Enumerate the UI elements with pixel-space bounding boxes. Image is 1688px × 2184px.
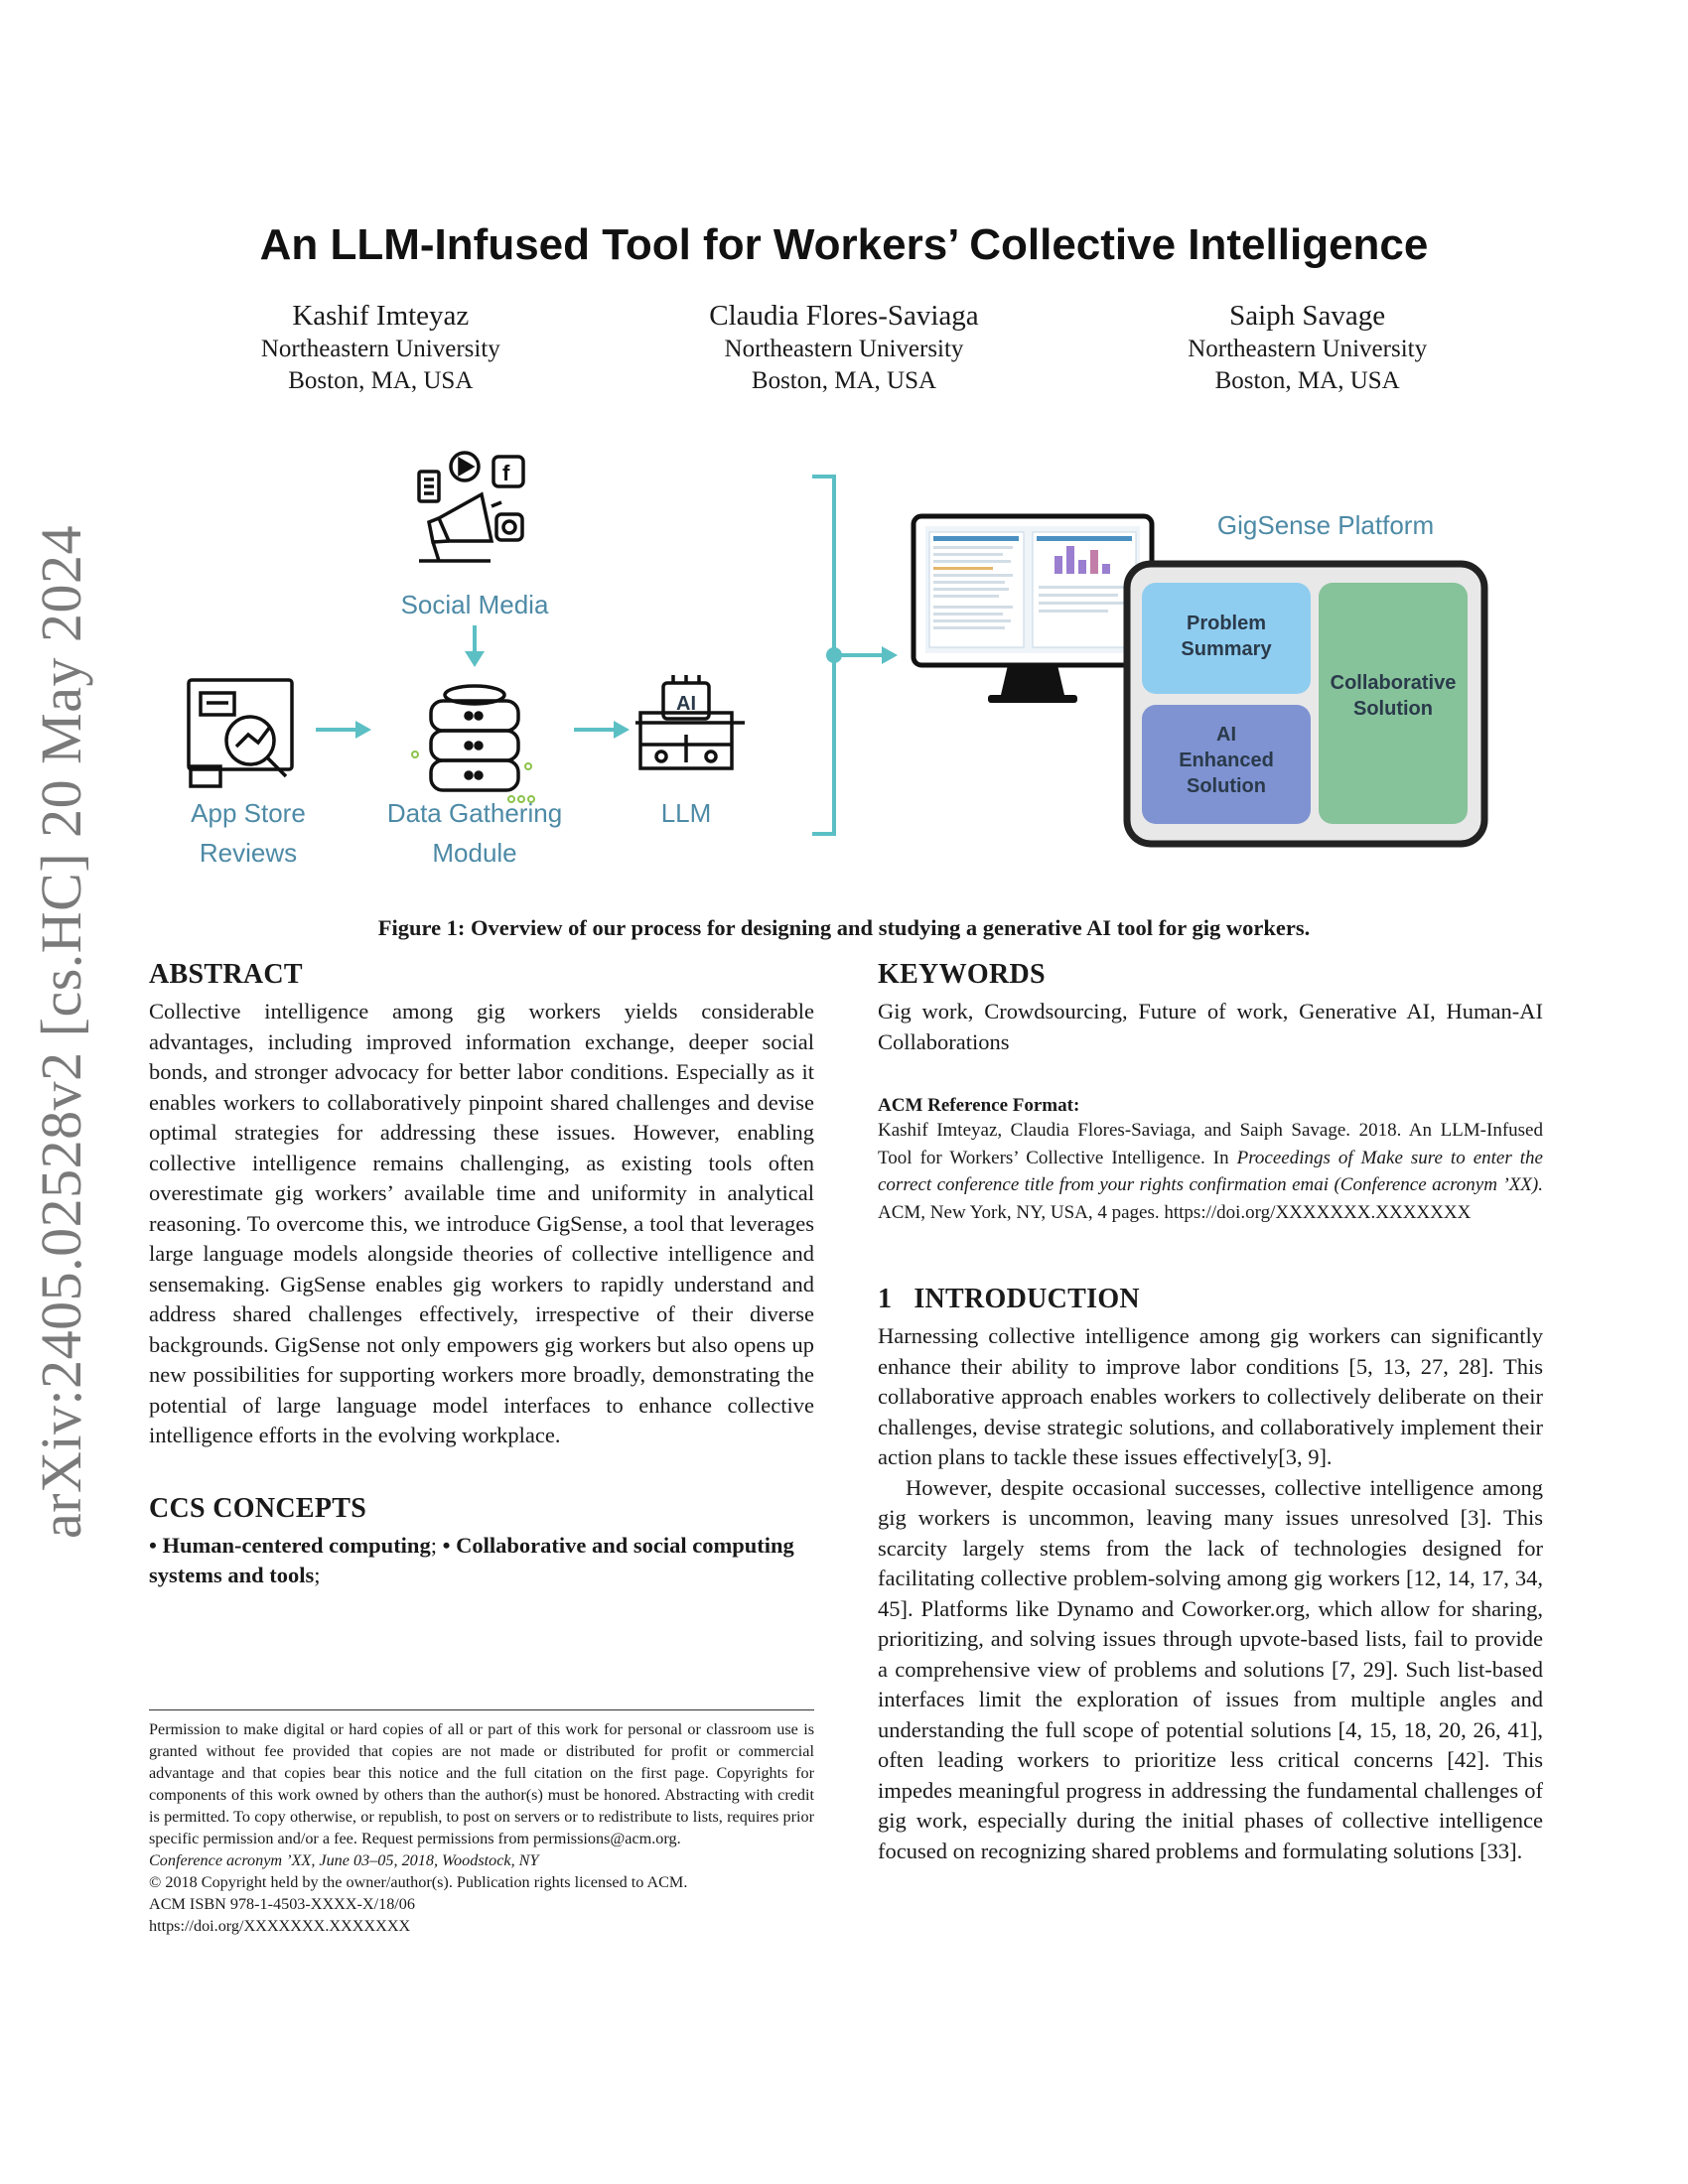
author-name: Kashif Imteyaz [292,300,470,332]
author-3: Saiph Savage Northeastern University Bos… [1099,298,1516,397]
conference-line: Conference acronym ’XX, June 03–05, 2018… [149,1851,539,1869]
author-name: Saiph Savage [1229,300,1386,332]
ai-enhanced-label: AI [1216,724,1236,746]
ai-chip-text: AI [676,693,696,715]
gigsense-platform-panel [1123,560,1488,848]
app-reviews-icon [187,678,294,788]
ccs-heading: CCS CONCEPTS [149,1492,367,1524]
svg-text:f: f [502,461,510,485]
ai-enhanced-label-2: Enhanced [1179,750,1274,771]
section-number: 1 [878,1284,893,1314]
author-block: Kashif Imteyaz Northeastern University B… [149,298,1539,397]
keywords-text: Gig work, Crowdsourcing, Future of work,… [878,999,1543,1054]
reviews-label: Reviews [200,838,297,868]
section-title: INTRODUCTION [914,1284,1140,1314]
left-column: ABSTRACT Collective intelligence among g… [149,959,814,1591]
author-2: Claudia Flores-Saviaga Northeastern Univ… [635,298,1053,397]
platform-title: GigSense Platform [1217,510,1434,540]
acm-reference-text: Kashif Imteyaz, Claudia Flores-Saviaga, … [878,1117,1543,1226]
problem-summary-label-2: Summary [1181,638,1272,660]
isbn-line: ACM ISBN 978-1-4503-XXXX-X/18/06 [149,1895,415,1913]
author-1: Kashif Imteyaz Northeastern University B… [172,298,589,397]
author-affiliation: Northeastern University [260,336,500,362]
author-name: Claudia Flores-Saviaga [709,300,979,332]
figure-caption: Figure 1: Overview of our process for de… [377,915,1311,940]
problem-summary-label: Problem [1187,613,1266,634]
monitor-icon [911,513,1155,703]
author-location: Boston, MA, USA [751,367,937,394]
acm-ref-pre: Kashif Imteyaz, Claudia Flores-Saviaga, … [878,1120,1543,1168]
right-column: KEYWORDS Gig work, Crowdsourcing, Future… [878,959,1543,1866]
ai-chip-icon [635,675,745,770]
paper-title: An LLM-Infused Tool for Workers’ Collect… [259,220,1429,269]
ccs-item: • Collaborative and social computing sys… [149,1532,794,1588]
app-store-label: App Store [191,798,306,828]
keywords-heading: KEYWORDS [878,959,1046,990]
ai-enhanced-label-3: Solution [1187,775,1266,797]
copyright-line: © 2018 Copyright held by the owner/autho… [149,1873,688,1891]
author-affiliation: Northeastern University [724,336,964,362]
figure-1: f Social Media App Store Reviews [149,447,1539,884]
doi-line: https://doi.org/XXXXXXX.XXXXXXX [149,1917,411,1935]
introduction-heading: 1 INTRODUCTION [878,1284,1543,1315]
ccs-separator: ; [430,1532,443,1558]
acm-reference-heading: ACM Reference Format: [878,1095,1080,1116]
ccs-end: ; [314,1563,321,1587]
ccs-item: • Human-centered computing [149,1532,431,1558]
author-location: Boston, MA, USA [288,367,474,394]
social-media-label: Social Media [401,590,549,619]
abstract-heading: ABSTRACT [149,959,303,990]
module-label: Module [432,838,516,868]
acm-ref-venue: Proceedings of Make sure to enter the co… [878,1147,1543,1196]
sparkle-icon [411,751,535,803]
database-icon [429,684,520,792]
intro-paragraph-1: Harnessing collective intelligence among… [878,1323,1543,1469]
collaborative-solution-label-2: Solution [1353,698,1433,720]
author-affiliation: Northeastern University [1188,336,1428,362]
author-location: Boston, MA, USA [1214,367,1400,394]
process-diagram: f Social Media App Store Reviews [187,451,1488,868]
data-gathering-label: Data Gathering [387,798,562,828]
megaphone-icon: f [417,451,525,563]
arxiv-stamp: arXiv:2405.02528v2 [cs.HC] 20 May 2024 [29,524,93,1539]
permission-notice: Permission to make digital or hard copie… [149,1720,814,1847]
copyright-footnote: Permission to make digital or hard copie… [149,1709,814,1937]
ccs-concepts: • Human-centered computing; • Collaborat… [149,1531,814,1591]
collaborative-solution-label: Collaborative [1331,672,1457,694]
llm-label: LLM [661,798,712,828]
abstract-text: Collective intelligence among gig worker… [149,999,814,1447]
acm-ref-post: ACM, New York, NY, USA, 4 pages. https:/… [878,1201,1472,1223]
intro-paragraph-2: However, despite occasional successes, c… [878,1474,1543,1863]
